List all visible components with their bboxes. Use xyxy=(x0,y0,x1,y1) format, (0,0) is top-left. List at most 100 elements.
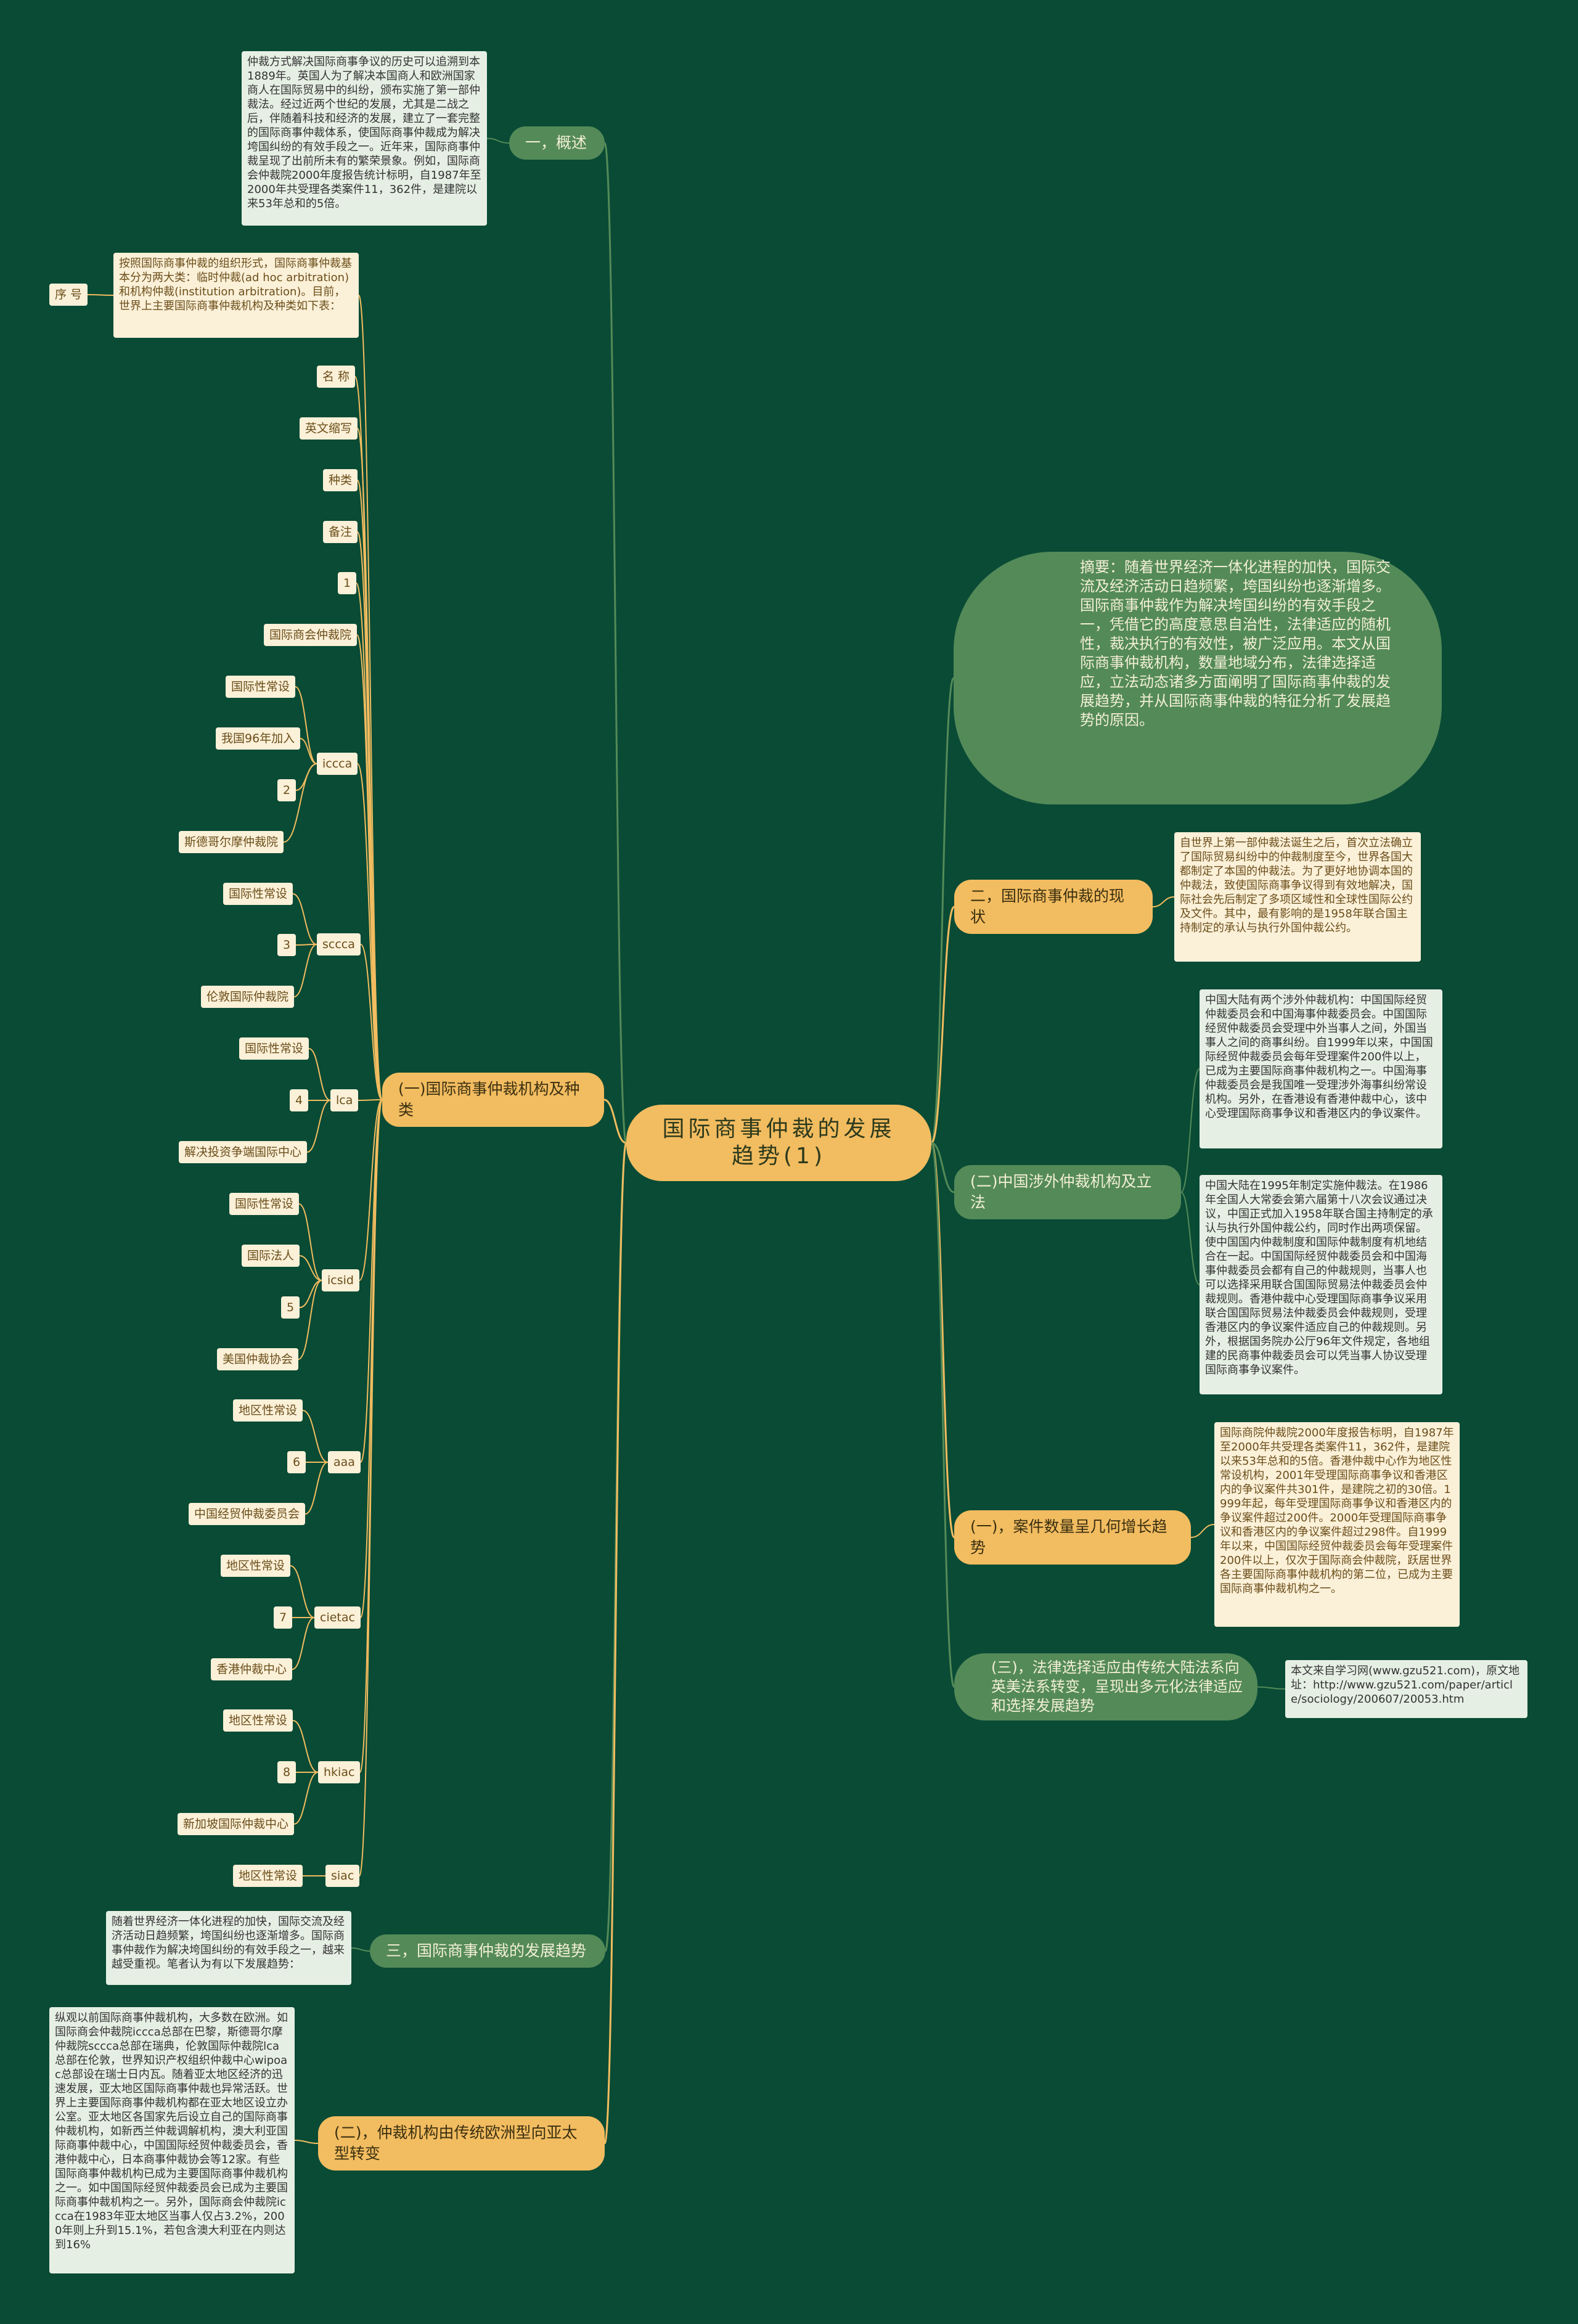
connector-line xyxy=(356,634,383,1100)
leaf-row4-no[interactable]: 4 xyxy=(290,1089,309,1111)
leaf-row9-abbr[interactable]: siac xyxy=(325,1865,360,1887)
leaf-header-name[interactable]: 名 称 xyxy=(317,366,356,388)
branch-law[interactable]: (三)，法律选择适应由传统大陆法系向英美法系转变，呈现出多元化法律适应和选择发展… xyxy=(954,1653,1257,1720)
leaf-row2-no[interactable]: 2 xyxy=(277,779,296,801)
leaf-row5-no[interactable]: 5 xyxy=(281,1296,300,1319)
leaf-row6-no[interactable]: 6 xyxy=(287,1451,306,1473)
trend-text-content: 随着世界经济一体化进程的加快，国际交流及经济活动日趋频繁，垮国纠纷也逐渐增多。国… xyxy=(112,1915,345,1971)
leaf-row4-name[interactable]: 解决投资争端国际中心 xyxy=(179,1141,308,1163)
institutions-text-content: 按照国际商事仲裁的组织形式，国际商事仲裁基本分为两大类：临时仲裁(ad hoc … xyxy=(119,257,352,313)
leaf-header-abbr-text: 英文缩写 xyxy=(305,422,353,435)
connector-line xyxy=(300,738,317,764)
leaf-row3-type[interactable]: 国际性常设 xyxy=(223,883,293,905)
leaf-row5-no-text: 5 xyxy=(287,1301,295,1314)
leaf-row2-no-text: 2 xyxy=(283,784,291,797)
leaf-row4-no-text: 4 xyxy=(295,1094,303,1107)
branch-overview[interactable]: 一，概述 xyxy=(509,126,605,160)
connector-line xyxy=(930,1142,955,1688)
leaf-row3-name-text: 伦敦国际仲裁院 xyxy=(206,990,289,1004)
connector-line xyxy=(359,1099,383,1281)
leaf-row6-abbr[interactable]: aaa xyxy=(328,1451,361,1473)
leaf-row5-note[interactable]: 国际法人 xyxy=(242,1245,300,1267)
leaf-row5-type[interactable]: 国际性常设 xyxy=(229,1193,300,1215)
leaf-row4-abbr[interactable]: lca xyxy=(330,1089,359,1111)
region-text: 纵观以前国际商事仲裁机构，大多数在欧洲。如国际商会仲裁院iccca总部在巴黎，斯… xyxy=(49,2007,295,2273)
leaf-row8-name[interactable]: 新加坡国际仲裁中心 xyxy=(178,1813,295,1835)
connector-line xyxy=(603,142,628,1144)
leaf-row9-type[interactable]: 地区性常设 xyxy=(233,1865,303,1887)
branch-institutions-label: (一)国际商事仲裁机构及种类 xyxy=(398,1080,580,1119)
branch-region[interactable]: (二)，仲裁机构由传统欧洲型向亚太型转变 xyxy=(318,2116,605,2171)
branch-institutions[interactable]: (一)国际商事仲裁机构及种类 xyxy=(382,1073,604,1127)
leaf-row8-name-text: 新加坡国际仲裁中心 xyxy=(183,1817,289,1831)
connector-line xyxy=(283,763,317,843)
root-label: 国际商事仲裁的发展趋势(1) xyxy=(662,1116,896,1169)
leaf-header-no-text: 序 号 xyxy=(55,288,83,301)
leaf-row8-type[interactable]: 地区性常设 xyxy=(223,1709,293,1732)
leaf-row6-type-text: 地区性常设 xyxy=(239,1404,298,1417)
leaf-row3-no[interactable]: 3 xyxy=(277,934,296,956)
connector-line xyxy=(603,1142,628,2145)
connector-line xyxy=(306,1100,331,1153)
leaf-header-type-text: 种类 xyxy=(329,473,353,487)
branch-count-label: (一)，案件数量呈几何增长趋势 xyxy=(970,1518,1167,1557)
count-text: 国际商院仲裁院2000年度报告标明，自1987年至2000年共受理各类案件11，… xyxy=(1214,1422,1460,1627)
connector-line xyxy=(360,944,383,1100)
leaf-row5-abbr[interactable]: icsid xyxy=(322,1269,359,1291)
leaf-header-abbr[interactable]: 英文缩写 xyxy=(300,417,358,440)
branch-status-label: 二，国际商事仲裁的现状 xyxy=(970,887,1125,926)
leaf-row2-name-text: 斯德哥尔摩仲裁院 xyxy=(184,835,279,849)
leaf-row5-name-text: 美国仲裁协会 xyxy=(223,1352,293,1366)
leaf-row2-type[interactable]: 国际性常设 xyxy=(226,676,296,698)
leaf-row7-no-text: 7 xyxy=(279,1611,287,1624)
leaf-row2-abbr[interactable]: iccca xyxy=(317,753,358,775)
connector-line xyxy=(359,1099,383,1876)
leaf-row3-name[interactable]: 伦敦国际仲裁院 xyxy=(201,986,295,1008)
leaf-row7-abbr[interactable]: cietac xyxy=(314,1606,361,1629)
branch-law-label: (三)，法律选择适应由传统大陆法系向英美法系转变，呈现出多元化法律适应和选择发展… xyxy=(991,1659,1243,1714)
connector-line xyxy=(931,1142,955,1193)
leaf-row5-note-text: 国际法人 xyxy=(247,1249,295,1262)
leaf-row6-type[interactable]: 地区性常设 xyxy=(233,1399,303,1422)
branch-trend[interactable]: 三，国际商事仲裁的发展趋势 xyxy=(370,1934,605,1968)
connector-line xyxy=(1190,1524,1215,1538)
branch-count[interactable]: (一)，案件数量呈几何增长趋势 xyxy=(954,1510,1191,1565)
connector-line xyxy=(486,137,510,144)
connector-line xyxy=(292,1617,315,1670)
branch-overview-label: 一，概述 xyxy=(525,134,587,152)
leaf-header-name-text: 名 称 xyxy=(322,370,350,383)
leaf-row2-note-text: 我国96年加入 xyxy=(221,732,295,745)
leaf-header-type[interactable]: 种类 xyxy=(323,469,358,491)
branch-foreign[interactable]: (二)中国涉外仲裁机构及立法 xyxy=(954,1165,1181,1219)
leaf-row1-name[interactable]: 国际商会仲裁院 xyxy=(264,624,358,646)
leaf-header-note[interactable]: 备注 xyxy=(323,521,358,543)
connector-line xyxy=(305,1462,329,1515)
leaf-row2-name[interactable]: 斯德哥尔摩仲裁院 xyxy=(179,831,284,853)
leaf-row9-abbr-text: siac xyxy=(331,1869,354,1883)
foreign-text-1: 中国大陆有两个涉外仲裁机构：中国国际经贸仲裁委员会和中国海事仲裁委员会。中国国际… xyxy=(1200,989,1442,1148)
leaf-row7-no[interactable]: 7 xyxy=(274,1606,293,1629)
leaf-row6-name[interactable]: 中国经贸仲裁委员会 xyxy=(189,1503,306,1525)
leaf-row7-type[interactable]: 地区性常设 xyxy=(221,1555,291,1577)
leaf-row7-type-text: 地区性常设 xyxy=(226,1559,285,1573)
connector-line xyxy=(299,1255,322,1281)
leaf-row1-name-text: 国际商会仲裁院 xyxy=(269,628,352,642)
leaf-row8-no[interactable]: 8 xyxy=(277,1761,296,1783)
leaf-row3-abbr[interactable]: sccca xyxy=(317,933,361,955)
leaf-row7-abbr-text: cietac xyxy=(320,1611,355,1624)
leaf-header-no[interactable]: 序 号 xyxy=(49,284,88,306)
connector-line xyxy=(295,686,317,764)
leaf-row4-name-text: 解决投资争端国际中心 xyxy=(184,1145,302,1159)
leaf-row2-note[interactable]: 我国96年加入 xyxy=(216,727,301,750)
branch-status[interactable]: 二，国际商事仲裁的现状 xyxy=(954,880,1153,934)
status-text-content: 自世界上第一部仲裁法诞生之后，首次立法确立了国际贸易纠纷中的仲裁制度至今，世界各… xyxy=(1180,837,1413,935)
leaf-row1-no[interactable]: 1 xyxy=(338,572,357,594)
root-topic[interactable]: 国际商事仲裁的发展趋势(1) xyxy=(626,1105,931,1181)
leaf-row4-type[interactable]: 国际性常设 xyxy=(239,1037,309,1060)
abstract-node[interactable]: 摘要：随着世界经济一体化进程的加快，国际交流及经济活动日趋频繁，垮国纠纷也逐渐增… xyxy=(954,552,1442,804)
leaf-row7-name[interactable]: 香港仲裁中心 xyxy=(211,1658,293,1680)
branch-foreign-label: (二)中国涉外仲裁机构及立法 xyxy=(970,1172,1152,1211)
leaf-row5-name[interactable]: 美国仲裁协会 xyxy=(217,1348,299,1370)
connector-line xyxy=(930,1142,955,1539)
leaf-row8-abbr[interactable]: hkiac xyxy=(318,1761,361,1783)
